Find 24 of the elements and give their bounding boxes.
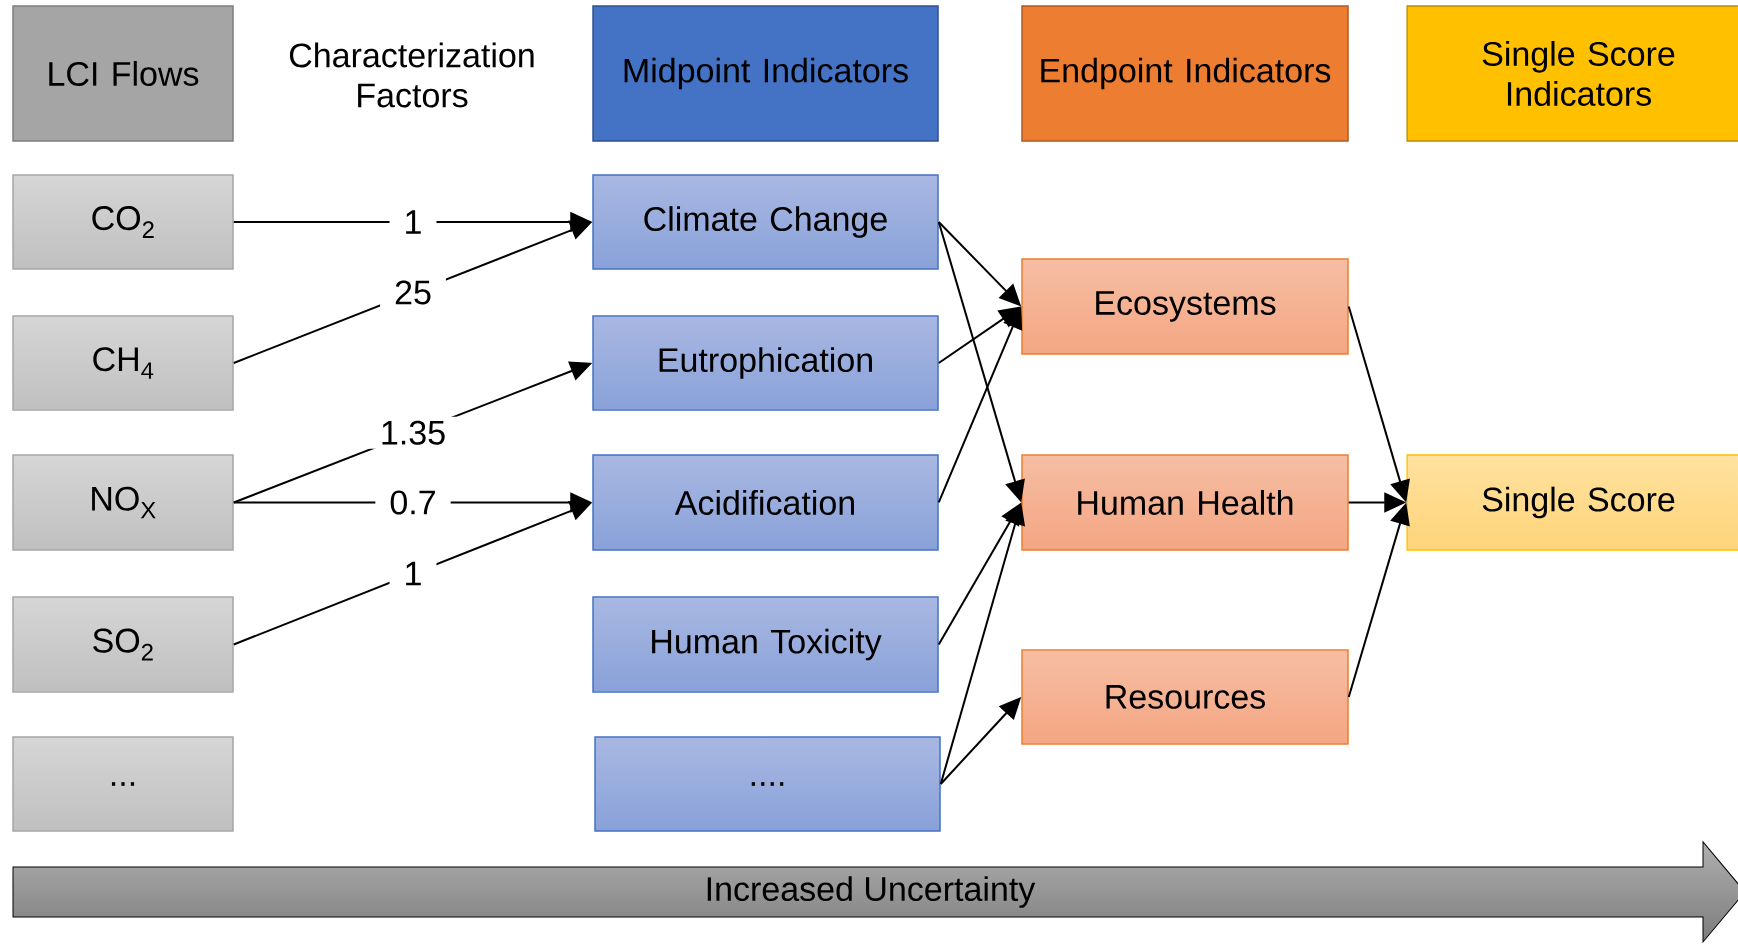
edge-label: 1.35 (365, 416, 461, 449)
flow-box: CH$_{4}$ (12, 315, 234, 411)
midpoint-box: Climate Change (592, 174, 939, 270)
score-box: Single Score (1406, 454, 1738, 551)
column-header-box: Endpoint Indicators (1021, 5, 1349, 142)
midpoint-box: Acidification (592, 454, 939, 551)
edge-label: 1 (389, 206, 437, 238)
column-heading: Characterization Factors (289, 42, 534, 108)
edge-label: 1 (389, 557, 437, 590)
midpoint-box: .... (594, 736, 941, 832)
endpoint-box: Ecosystems (1021, 258, 1349, 355)
endpoint-box: Human Health (1021, 454, 1349, 551)
column-header-box: Midpoint Indicators (592, 5, 939, 142)
edge-label: 25 (380, 276, 446, 309)
flow-box: CO$_{2}$ (12, 174, 234, 270)
column-header-box: LCI Flows (12, 5, 234, 142)
midpoint-box: Eutrophication (592, 315, 939, 411)
endpoint-box: Resources (1021, 649, 1349, 745)
flow-box: SO$_{2}$ (12, 596, 234, 693)
flow-box: ... (12, 736, 234, 832)
midpoint-box: Human Toxicity (592, 596, 939, 693)
column-header-box: Single Score Indicators (1406, 5, 1738, 142)
flow-box: NO$_{X}$ (12, 454, 234, 551)
edge-label: 0.7 (375, 486, 451, 519)
